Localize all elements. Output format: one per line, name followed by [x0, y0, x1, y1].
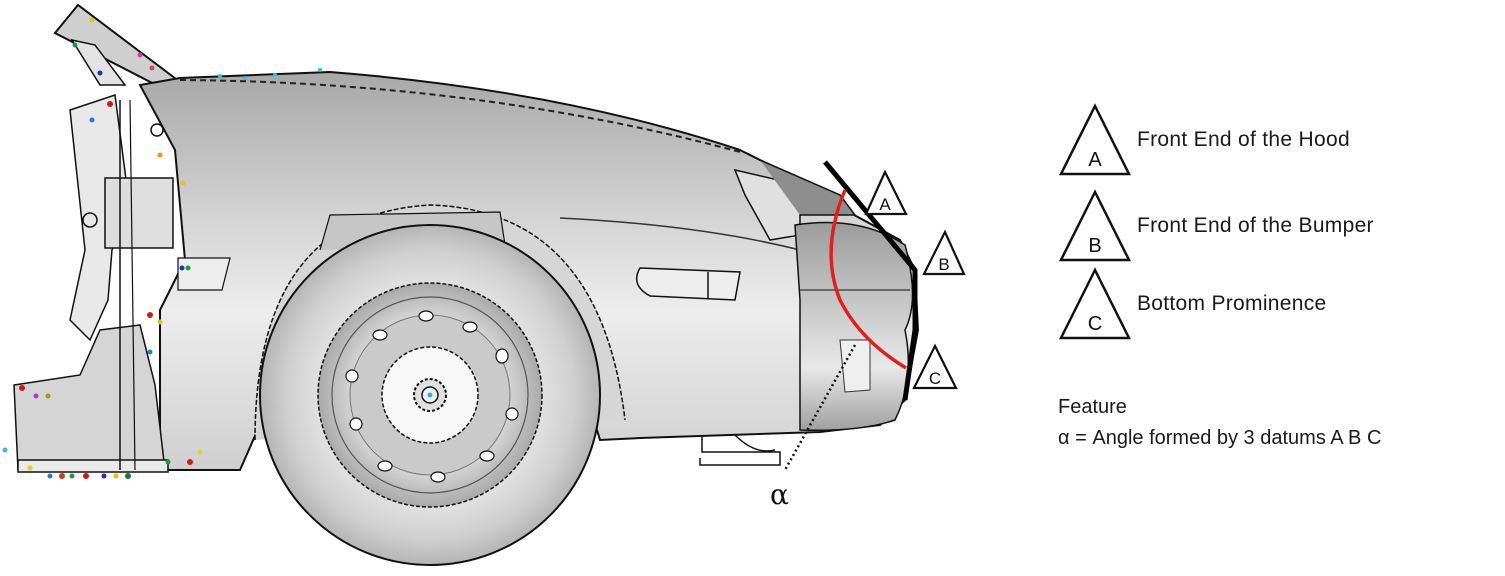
legend-item-c: C Bottom Prominence	[1055, 264, 1327, 344]
legend-item-a: A Front End of the Hood	[1055, 100, 1350, 180]
front-bumper	[794, 221, 914, 432]
svg-text:A: A	[1088, 149, 1102, 171]
inner-structure	[2, 17, 322, 479]
legend-item-b: B Front End of the Bumper	[1055, 186, 1374, 266]
datum-marker-b-label: B	[938, 255, 949, 274]
lower-bracket	[699, 434, 781, 466]
datum-marker-a-label: A	[879, 195, 891, 214]
datum-marker-a	[864, 169, 908, 216]
triangle-c-icon: C	[1058, 267, 1132, 340]
a-pillar	[53, 3, 183, 90]
datum-profile-line	[823, 160, 918, 401]
datum-marker-b	[922, 229, 966, 276]
alpha-leader-line	[783, 344, 857, 471]
triangle-a-icon: A	[1058, 103, 1132, 176]
legend-label-c: Bottom Prominence	[1137, 292, 1327, 315]
triangle-b-icon: B	[1058, 189, 1132, 262]
feature-title: Feature	[1058, 396, 1127, 418]
svg-text:C: C	[1088, 313, 1102, 335]
datum-marker-c	[912, 343, 958, 390]
front-wheel	[259, 224, 601, 566]
svg-text:B: B	[1088, 235, 1101, 257]
angle-alpha-arc	[829, 189, 907, 370]
alpha-symbol-label: α	[770, 478, 789, 511]
feature-definition: Feature α = Angle formed by 3 datums A B…	[1058, 392, 1381, 454]
legend-label-b: Front End of the Bumper	[1137, 214, 1374, 237]
legend-label-a: Front End of the Hood	[1137, 128, 1350, 151]
feature-text: α = Angle formed by 3 datums A B C	[1058, 427, 1382, 449]
datum-marker-c-label: C	[929, 369, 941, 388]
